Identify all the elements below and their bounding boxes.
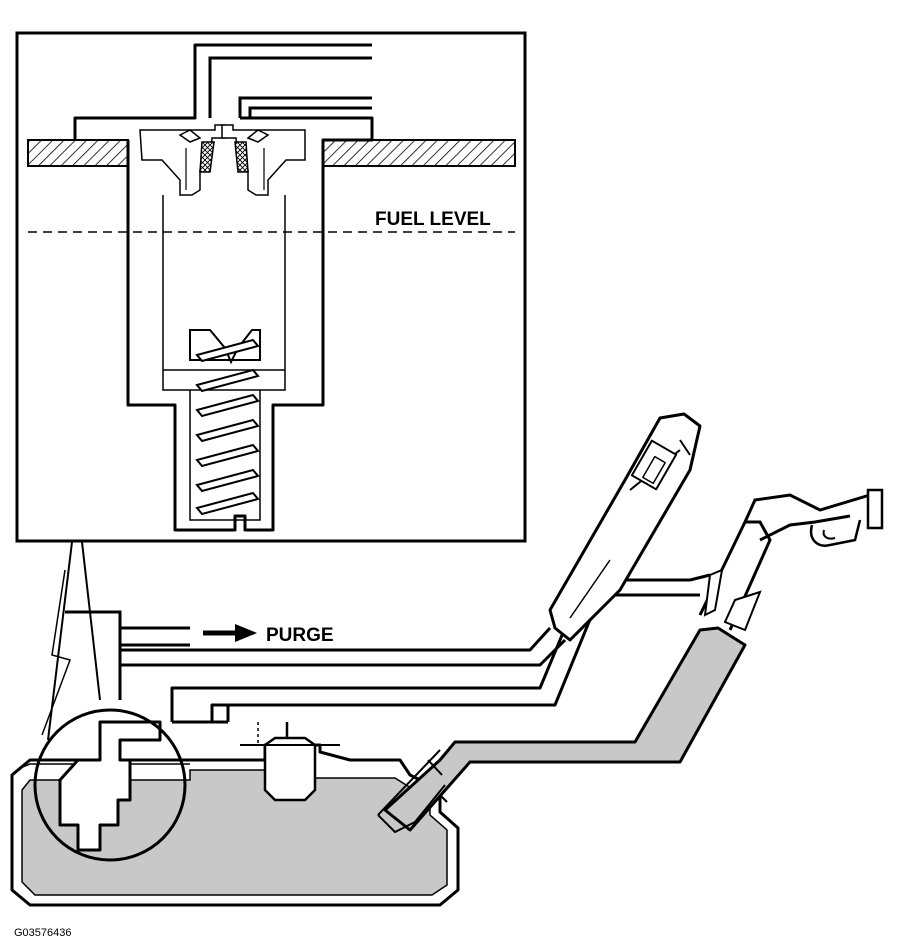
figure-id: G03576436: [14, 927, 72, 939]
seal-left: [199, 141, 215, 173]
fuel-level-label: FUEL LEVEL: [375, 209, 491, 230]
break-line: [41, 569, 71, 736]
filler-neck: [377, 488, 884, 834]
detail-inset: FUEL LEVEL: [15, 31, 527, 543]
rollover-valve: [240, 722, 340, 802]
tank-wall-right: [322, 139, 516, 167]
tank-wall-left: [27, 139, 129, 167]
purge-arrow: [203, 624, 257, 642]
purge-port: [65, 610, 190, 700]
vent-valve-small: [58, 720, 162, 852]
filler-neck-fuel: [383, 626, 747, 832]
callout-pointer: [47, 541, 101, 741]
seal-right: [234, 141, 249, 173]
float-spring: [195, 338, 260, 516]
detail-callout-circle: [33, 708, 187, 862]
filler-check-valve: [548, 412, 702, 642]
vent-lines: [120, 573, 711, 724]
valve-housing: [73, 43, 374, 532]
purge-label: PURGE: [266, 625, 334, 646]
